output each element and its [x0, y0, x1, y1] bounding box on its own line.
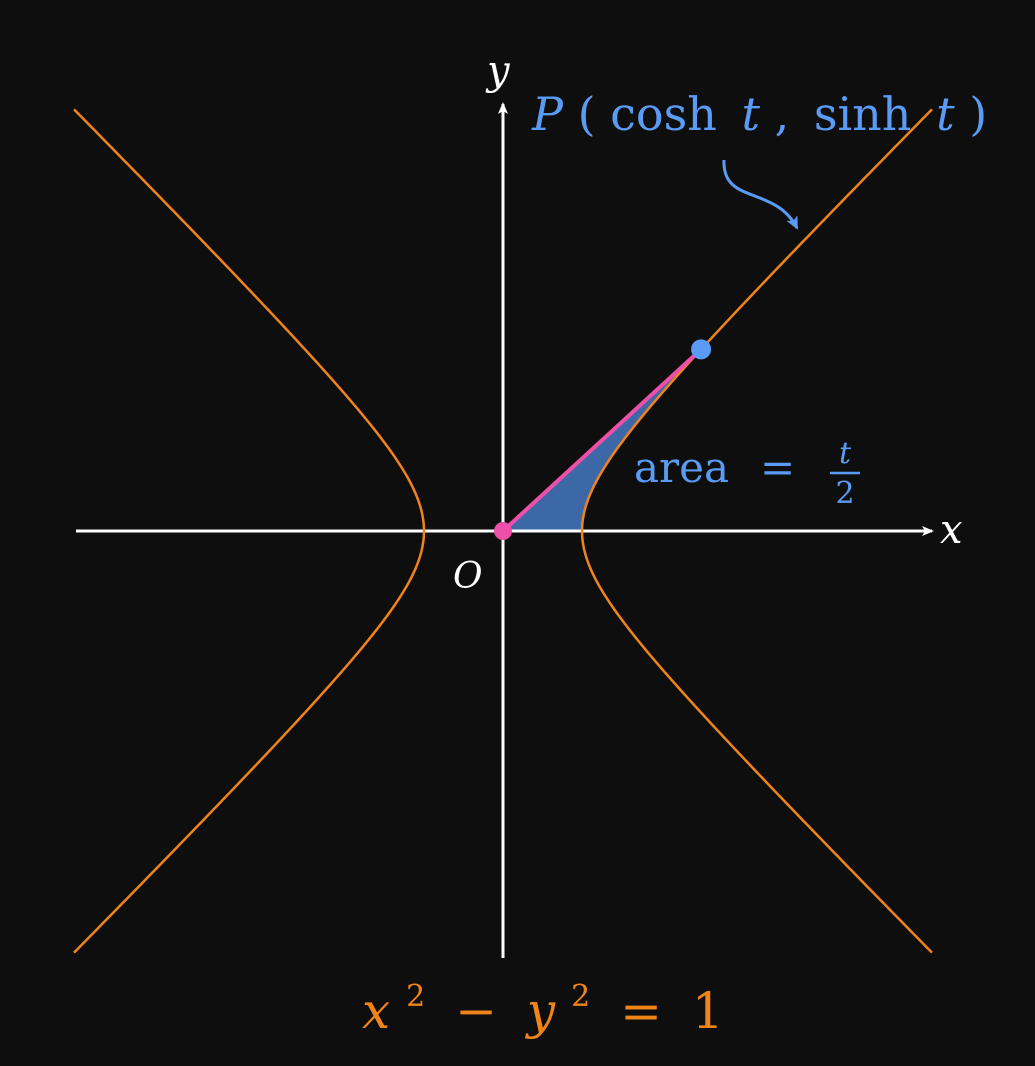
point-p-label: P ( cosh t , sinh t ): [531, 87, 987, 141]
eq-rhs: 1: [692, 982, 724, 1040]
fraction-numerator: t: [839, 436, 852, 471]
paren-close: ): [969, 87, 987, 141]
x-axis-label: x: [940, 507, 963, 553]
origin-point: [494, 522, 512, 540]
area-equals: =: [760, 443, 795, 492]
fraction-denominator: 2: [835, 476, 854, 511]
eq-equals: =: [620, 982, 662, 1040]
param-t-x: t: [741, 87, 760, 141]
hyperbola-equation: x 2 − y 2 = 1: [362, 960, 724, 1040]
pointer-arrow: [722, 159, 799, 230]
origin-label: O: [453, 556, 483, 597]
hyperbola-right-branch: [580, 108, 933, 954]
point-p: [691, 339, 712, 360]
eq-exp-1: 2: [406, 979, 425, 1014]
func-cosh: cosh: [610, 87, 717, 141]
comma: ,: [775, 87, 790, 141]
eq-var-x: x: [362, 982, 390, 1040]
paren-open: (: [578, 87, 596, 141]
y-axis-label: y: [485, 48, 511, 94]
segment-origin-to-p: [501, 347, 703, 533]
eq-var-y: y: [525, 982, 556, 1040]
eq-minus: −: [455, 982, 497, 1040]
hyperbola-left-branch: [73, 108, 426, 954]
point-name: P: [531, 87, 564, 141]
func-sinh: sinh: [814, 87, 912, 141]
eq-exp-2: 2: [571, 979, 590, 1014]
param-t-y: t: [936, 87, 955, 141]
area-word: area: [634, 443, 729, 492]
